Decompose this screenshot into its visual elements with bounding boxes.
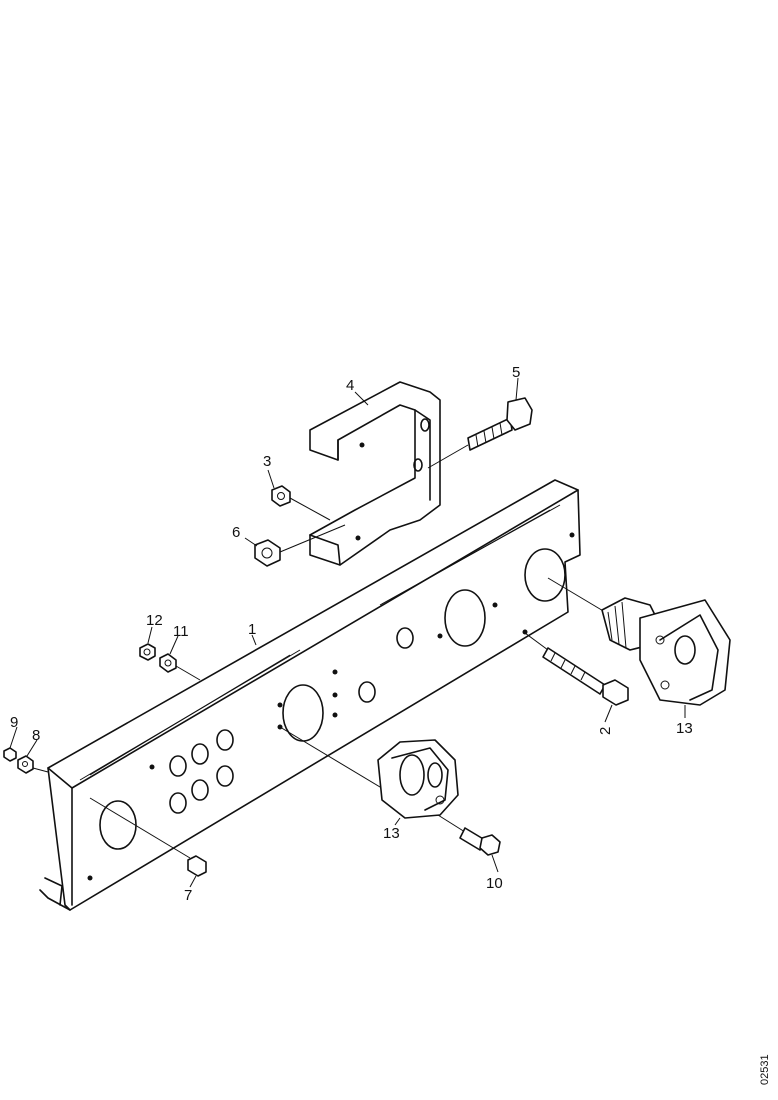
screw-part-2 [524, 632, 629, 706]
screw-part-7 [89, 797, 207, 877]
callout-1: 1 [248, 621, 256, 638]
callout-6: 6 [232, 524, 240, 541]
nut-part-6 [254, 524, 346, 567]
callout-13-center: 13 [383, 825, 400, 842]
screw-part-10 [429, 809, 501, 856]
callout-12: 12 [146, 612, 163, 629]
callout-4: 4 [346, 377, 354, 394]
callout-10: 10 [486, 875, 503, 892]
callout-labels: 4 5 3 6 1 12 11 9 8 7 10 13 13 2 [10, 364, 693, 904]
nut-part-11 [159, 653, 201, 681]
nut-part-3 [271, 485, 331, 521]
callout-8: 8 [32, 727, 40, 744]
nut-part-9 [3, 747, 17, 762]
screw-part-5 [427, 397, 533, 469]
callout-13-right: 13 [676, 720, 693, 737]
image-code: 02531 [759, 1054, 771, 1085]
socket-part-13-right [547, 577, 731, 706]
callout-5: 5 [512, 364, 520, 381]
u-bracket-part-4 [309, 381, 441, 566]
callout-3: 3 [263, 453, 271, 470]
callout-9: 9 [10, 714, 18, 731]
nut-part-12 [139, 643, 156, 661]
callout-2: 2 [597, 727, 614, 735]
nut-part-8 [17, 755, 49, 774]
callout-7: 7 [184, 887, 192, 904]
leader-lines [9, 377, 686, 888]
callout-11: 11 [173, 623, 189, 640]
socket-part-13-center [279, 726, 459, 819]
